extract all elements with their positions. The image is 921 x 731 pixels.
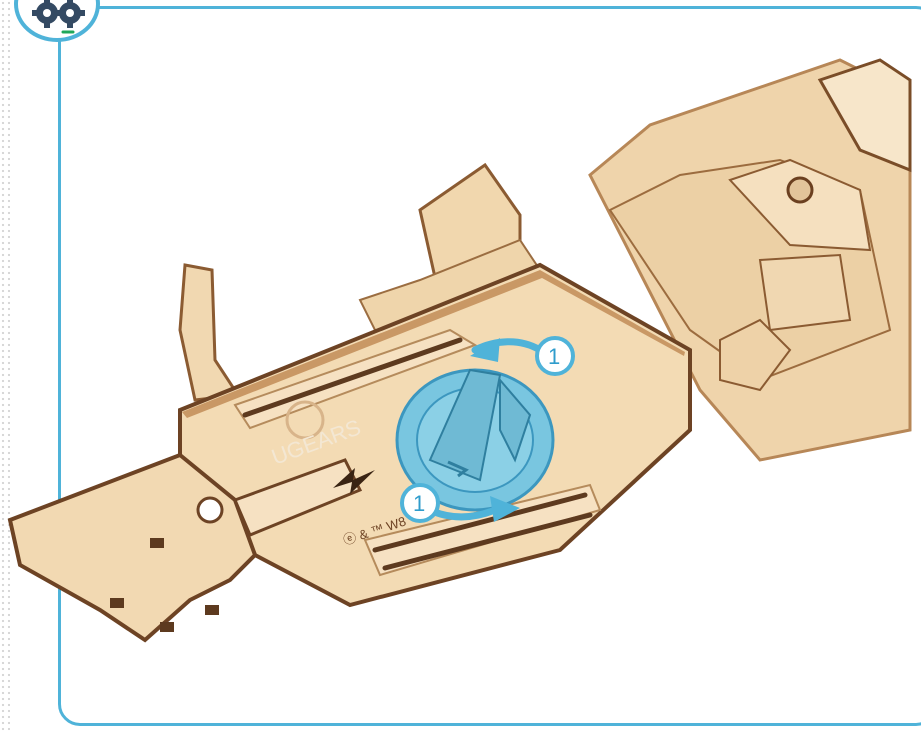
left-upright (180, 265, 238, 400)
callout-1-bottom: 1 (402, 485, 438, 521)
gears-icon (18, 0, 104, 46)
callout-1-top-text: 1 (548, 344, 560, 369)
gear-badge (14, 0, 100, 42)
callout-1-top: 1 (537, 338, 573, 374)
callout-1-bottom-text: 1 (413, 491, 425, 516)
